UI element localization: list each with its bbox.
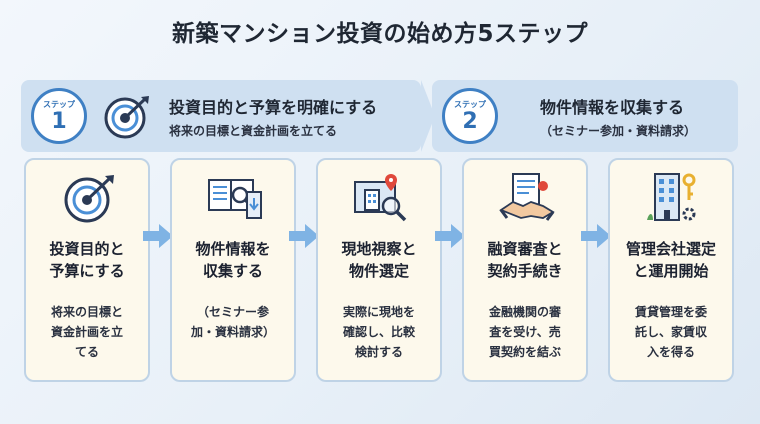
target-icon [64, 175, 114, 223]
step-1-badge: ステップ 1 [31, 88, 87, 144]
card-description: 実際に現地を 確認し、比較 検討する [342, 305, 415, 359]
step-card-2: 物件情報を 収集する （セミナー参 加・資料請求） [170, 158, 296, 382]
step-number: 1 [51, 109, 67, 134]
arrow-right-icon [581, 224, 611, 248]
card-title: 投資目的と 予算にする [49, 240, 125, 280]
step-1-heading: 投資目的と予算を明確にする [169, 98, 378, 117]
map-building-search-icon [354, 174, 407, 222]
step-2-subheading: （セミナー参加・資料請求） [540, 124, 697, 138]
step-1-banner: ステップ 1 投資目的と予算を明確にする 将来の目標と資金計画を立てる [21, 80, 435, 152]
card-title: 管理会社選定 と運用開始 [625, 240, 716, 280]
contract-handshake-icon [499, 173, 555, 221]
step-card-3: 現地視察と 物件選定 実際に現地を 確認し、比較 検討する [316, 158, 442, 382]
step-card-1: 投資目的と 予算にする 将来の目標と 資金計画を立 てる [24, 158, 150, 382]
card-title: 現地視察と 物件選定 [341, 240, 417, 280]
documents-search-icon [208, 179, 262, 219]
banner-arrow-tip [421, 80, 435, 152]
step-label: ステップ [43, 100, 75, 109]
page-title: 新築マンション投資の始め方5ステップ [171, 21, 588, 47]
step-number: 2 [462, 109, 478, 134]
card-title: 融資審査と 契約手続き [487, 240, 563, 280]
step-2-heading: 物件情報を収集する [540, 98, 685, 117]
target-icon [104, 96, 149, 139]
card-description: （セミナー参 加・資料請求） [190, 305, 275, 339]
step-1-subheading: 将来の目標と資金計画を立てる [169, 124, 338, 138]
card-description: 金融機関の審 査を受け、売 買契約を結ぶ [488, 305, 561, 359]
card-title: 物件情報を 収集する [195, 240, 271, 280]
card-description: 賃貸管理を委 託し、家賃収 入を得る [634, 305, 707, 359]
step-card-5: 管理会社選定 と運用開始 賃貸管理を委 託し、家賃収 入を得る [608, 158, 734, 382]
step-2-badge: ステップ 2 [442, 88, 498, 144]
arrow-right-icon [289, 224, 319, 248]
arrow-right-icon [143, 224, 173, 248]
building-key-icon [647, 173, 696, 221]
step-card-4: 融資審査と 契約手続き 金融機関の審 査を受け、売 買契約を結ぶ [462, 158, 588, 382]
card-description: 将来の目標と 資金計画を立 てる [50, 305, 123, 359]
step-2-banner: ステップ 2 物件情報を収集する （セミナー参加・資料請求） [432, 80, 738, 152]
step-label: ステップ [454, 100, 486, 109]
arrow-right-icon [435, 224, 465, 248]
